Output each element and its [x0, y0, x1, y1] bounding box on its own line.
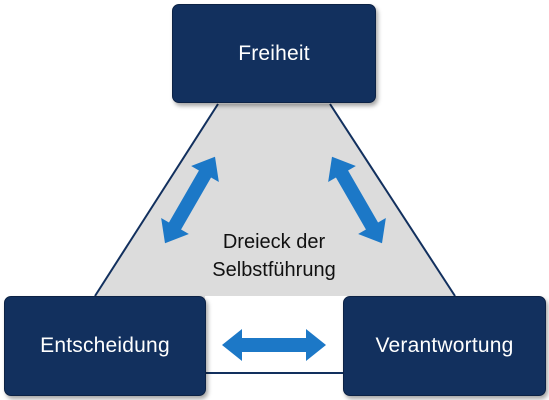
- node-verantwortung: Verantwortung: [343, 296, 546, 396]
- node-freiheit: Freiheit: [172, 4, 376, 103]
- triangle-edge-left: [94, 103, 219, 297]
- double-arrow-right-icon: [328, 156, 386, 244]
- node-freiheit-label: Freiheit: [238, 41, 310, 65]
- double-arrow-bottom-icon: [222, 329, 326, 361]
- triangle-edge-right: [329, 103, 456, 297]
- center-title: Dreieck der Selbstführung: [174, 228, 374, 284]
- center-title-line-1: Dreieck der: [222, 231, 326, 253]
- node-entscheidung: Entscheidung: [4, 296, 206, 396]
- node-entscheidung-label: Entscheidung: [40, 334, 170, 357]
- center-title-line-2: Selbstführung: [212, 259, 336, 281]
- node-verantwortung-label: Verantwortung: [375, 334, 514, 357]
- double-arrow-left-icon: [161, 156, 219, 244]
